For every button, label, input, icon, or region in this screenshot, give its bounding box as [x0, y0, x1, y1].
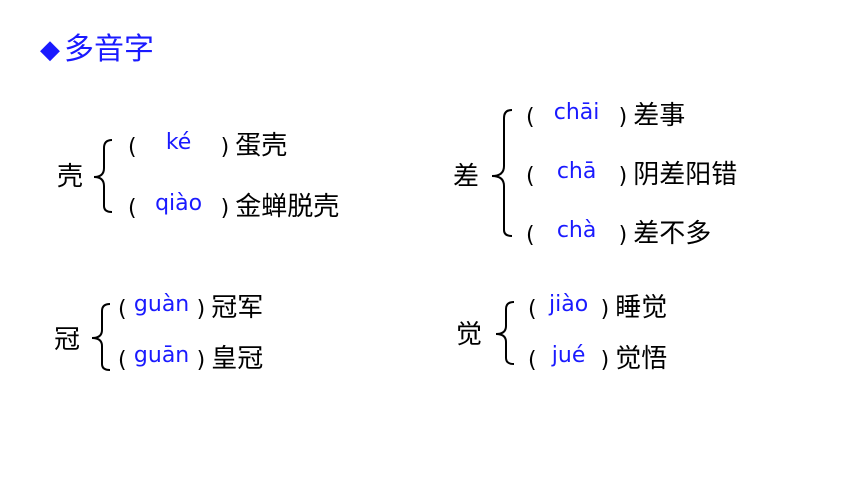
group-character: 壳 [57, 162, 84, 192]
pinyin: jué [551, 343, 586, 368]
example-word: 差事 [633, 101, 686, 131]
example-word: 觉悟 [615, 344, 668, 374]
example-word: 睡觉 [615, 293, 668, 323]
pinyin: chā [556, 159, 597, 184]
group-character: 差 [453, 162, 480, 192]
example-word: 阴差阳错 [633, 160, 738, 190]
pinyin: chāi [553, 100, 600, 125]
reading-row: (chāi)差事 [526, 100, 686, 131]
title-text: 多音字 [64, 32, 154, 67]
page-title: ◆ 多音字 [40, 28, 154, 72]
example-word: 冠军 [211, 293, 264, 323]
reading-row: (ké)蛋壳 [128, 130, 288, 161]
example-word: 皇冠 [211, 344, 264, 374]
reading-row: (jiào)睡觉 [528, 292, 668, 323]
pinyin: qiào [155, 191, 203, 216]
diamond-bullet-icon: ◆ [40, 35, 60, 65]
pinyin: chà [556, 218, 597, 243]
reading-row: (guàn)冠军 [118, 292, 264, 323]
reading-row: (chà)差不多 [526, 218, 712, 249]
brace-icon [93, 139, 113, 213]
group-character: 觉 [456, 320, 483, 350]
reading-row: (qiào)金蝉脱壳 [128, 191, 340, 222]
pinyin: guàn [133, 292, 190, 317]
pinyin: guān [133, 343, 190, 368]
group-character: 冠 [54, 325, 81, 355]
reading-row: (chā)阴差阳错 [526, 159, 738, 190]
example-word: 差不多 [633, 219, 712, 249]
pinyin: ké [165, 130, 192, 155]
reading-row: (guān)皇冠 [118, 343, 264, 374]
brace-icon [495, 301, 515, 365]
reading-row: (jué)觉悟 [528, 343, 668, 374]
brace-icon [91, 303, 111, 371]
pinyin: jiào [549, 292, 589, 317]
example-word: 蛋壳 [235, 131, 288, 161]
example-word: 金蝉脱壳 [235, 192, 340, 222]
brace-icon [491, 109, 513, 237]
